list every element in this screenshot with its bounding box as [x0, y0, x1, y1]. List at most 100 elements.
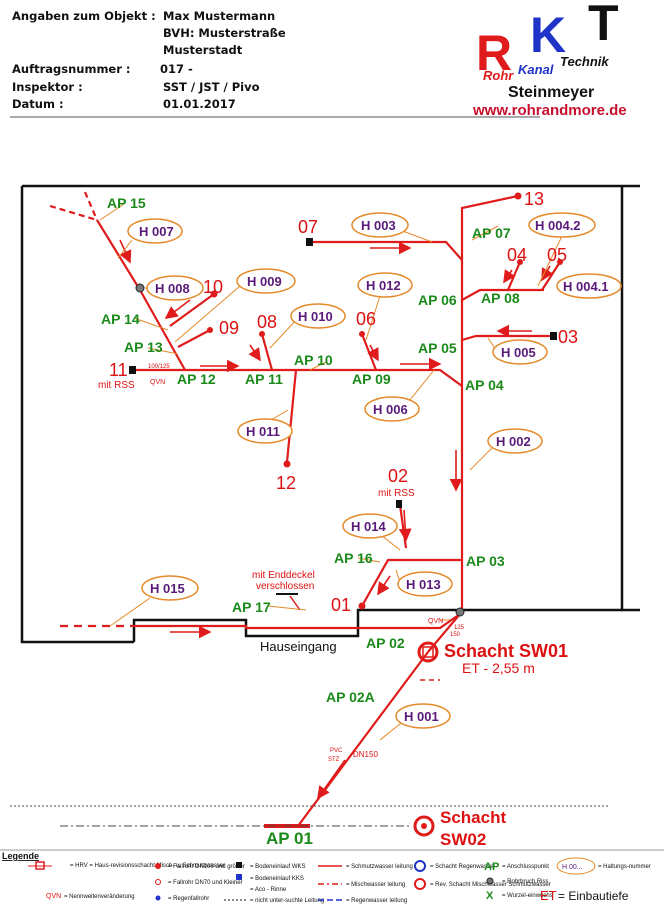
haltung-h0041: H 004.1 — [563, 279, 609, 294]
legend-haltung-symbol — [556, 857, 596, 875]
haltung-bubbles: H 007 H 003 H 004.2 H 004.1 H 008 H 009 … — [127, 212, 622, 729]
ap-label-09: AP 09 — [352, 371, 391, 387]
logo-word-rohr: Rohr — [483, 68, 514, 83]
ap-label-10: AP 10 — [294, 352, 333, 368]
legend-schacht-regen-symbol — [414, 860, 426, 872]
pipe-number-03: 03 — [558, 327, 578, 347]
legend-title: Legende — [2, 851, 39, 861]
haltung-h014: H 014 — [351, 519, 386, 534]
legend-kks-symbol — [236, 874, 242, 880]
shaft-sw01-symbol — [417, 641, 439, 663]
date-label: Datum : — [12, 97, 64, 111]
order-value: 017 - — [160, 62, 193, 76]
legend-x-symbol: X — [486, 890, 494, 902]
pipe-number-10: 10 — [203, 277, 223, 297]
pipe-number-05: 05 — [547, 245, 567, 265]
pipe-network — [49, 191, 561, 828]
inspector-label: Inspektor : — [12, 80, 83, 94]
legend-regenfallrohr: = Regenfallrohr — [168, 896, 209, 902]
legend-bodeneinlauf-kks: = Bodeneinlauf KKS — [250, 876, 304, 882]
ap-label-06: AP 06 — [418, 292, 457, 308]
pipe-number-01: 01 — [331, 595, 351, 615]
fallrohr-01 — [358, 602, 366, 610]
company-logo: R K T Rohr Kanal Technik Steinmeyer www.… — [472, 0, 627, 119]
ap-label-03: AP 03 — [466, 553, 505, 569]
legend-rohrbruch: = Rohrbruch,Riss — [502, 879, 549, 885]
ap-label-12: AP 12 — [177, 371, 216, 387]
fallrohr-13 — [514, 192, 522, 200]
legend-mischwasser: = Mischwasser leitung — [346, 882, 405, 888]
shaft-sw02-name-line1: Schacht — [440, 808, 506, 827]
haltung-h011: H 011 — [246, 424, 280, 439]
fallrohr-10 — [210, 290, 218, 298]
legend-haltung-symbol-text: H 00... — [562, 864, 583, 871]
annotation-dim-125: 125 — [454, 625, 465, 631]
shaft-sw01-name: Schacht SW01 — [444, 641, 568, 661]
pipe-number-12: 12 — [276, 473, 296, 493]
haltung-h001: H 001 — [404, 709, 439, 724]
ap-label-02: AP 02 — [366, 635, 405, 651]
legend-rev-schacht-symbol — [414, 878, 426, 890]
legend-et-symbol: ET — [540, 888, 557, 903]
hauseingang-label: Hauseingang — [260, 639, 337, 654]
ap-label-01: AP 01 — [266, 829, 313, 848]
rohrbruch-marker-ap03 — [455, 607, 465, 617]
haltung-h0042: H 004.2 — [535, 218, 581, 233]
enddeckel-leader — [289, 595, 301, 611]
haltung-h003: H 003 — [361, 218, 396, 233]
ap-label-17: AP 17 — [232, 599, 271, 615]
haltung-h005: H 005 — [501, 345, 536, 360]
shaft-sw02-name-line2: SW02 — [440, 830, 486, 849]
shaft-sw01-depth: ET - 2,55 m — [462, 660, 535, 676]
legend-schacht-regen: = Schacht Regenwasser — [430, 864, 495, 870]
haltung-h012: H 012 — [366, 278, 401, 293]
legend-regenwasser: = Regenwasser leitung — [346, 898, 407, 904]
annotation-pvc: PVC — [330, 748, 343, 754]
annotation-enddeckel-1: mit Enddeckel — [252, 570, 315, 581]
pipe-number-08: 08 — [257, 312, 277, 332]
logo-url: www.rohrandmore.de — [472, 102, 627, 119]
bodeneinlauf-07 — [306, 238, 313, 246]
pipe-number-09: 09 — [219, 318, 239, 338]
fallrohr-05 — [557, 259, 563, 265]
haltung-h015: H 015 — [150, 581, 185, 596]
legend-fallrohr-small: = Fallrohr DN70 und Kleiner — [168, 880, 243, 886]
ap-label-15: AP 15 — [107, 195, 146, 211]
flow-arrows — [119, 239, 554, 800]
object-name: Max Mustermann — [163, 9, 276, 23]
shaft-sw02-symbol — [413, 815, 435, 837]
legend-et: = Einbautiefe — [558, 889, 629, 903]
pipe-number-11: 11 — [109, 360, 128, 380]
logo-word-kanal: Kanal — [518, 62, 554, 77]
legend: Legende = HRV = Haus-revisionsschacht Mi… — [2, 851, 651, 904]
legend-anschluss: = Anschlusspunkt — [502, 864, 549, 870]
legend-fallrohr-big-symbol — [155, 863, 161, 869]
fallrohr-markers — [207, 192, 563, 610]
annotation-qvn-ap02: QVN — [428, 618, 443, 625]
ap-label-11: AP 11 — [245, 371, 283, 387]
object-street: BVH: Musterstraße — [163, 26, 286, 40]
ap-label-02a: AP 02A — [326, 689, 375, 705]
legend-ap-symbol: AP — [484, 861, 499, 873]
pipe-number-06: 06 — [356, 309, 376, 329]
legend-fallrohr-small-symbol — [155, 879, 161, 885]
fallrohr-08 — [259, 331, 265, 337]
logo-owner: Steinmeyer — [508, 84, 594, 101]
legend-regenfallrohr-symbol — [155, 895, 161, 901]
legend-haltung: = Haltungs-nummer — [598, 864, 651, 870]
pipe-number-07: 07 — [298, 217, 318, 237]
bodeneinlauf-02 — [396, 500, 402, 508]
pipe-number-02: 02 — [388, 466, 408, 486]
bodeneinlauf-03 — [550, 332, 557, 340]
annotation-enddeckel-2: verschlossen — [256, 581, 314, 592]
haltung-h006: H 006 — [373, 402, 408, 417]
logo-word-technik: Technik — [560, 54, 609, 69]
pipe-numbers: 13 07 04 05 10 09 08 06 03 11 12 02 01 — [109, 189, 578, 615]
rohrbruch-marker — [135, 283, 145, 293]
logo-letter-k: K — [530, 7, 566, 63]
legend-wks-symbol — [236, 862, 242, 868]
haltung-h009: H 009 — [247, 274, 282, 289]
annotation-qvn-ap12: QVN — [150, 379, 165, 386]
object-city: Musterstadt — [163, 43, 243, 57]
